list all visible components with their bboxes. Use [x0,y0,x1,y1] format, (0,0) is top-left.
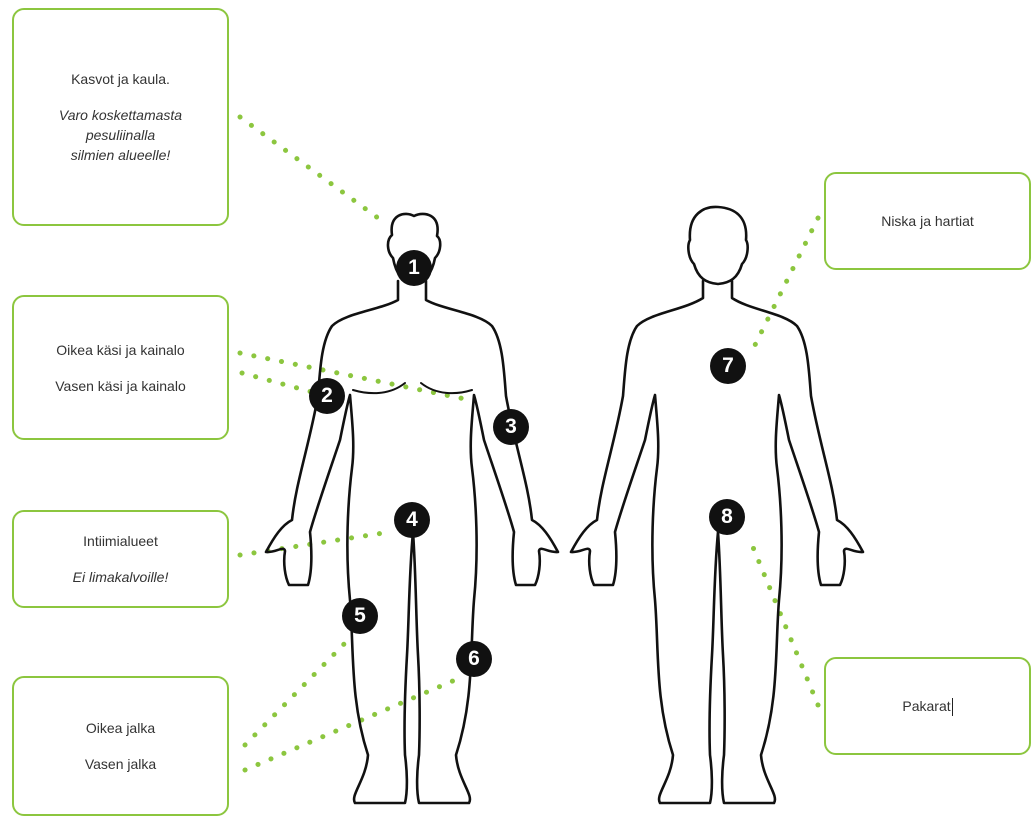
connector-6 [245,680,455,770]
connector-8 [750,540,818,705]
connector-1 [240,117,378,218]
face-label: Kasvot ja kaula. [71,69,170,89]
connector-2b [242,373,312,392]
box-buttocks: Pakarat [824,657,1031,755]
intimate-label: Intiimialueet [83,531,158,551]
text-cursor [952,698,953,716]
marker-1: 1 [396,250,432,286]
face-warning-line-3: silmien alueelle! [71,145,171,165]
left-leg-label: Vasen jalka [85,754,156,774]
intimate-warning: Ei limakalvoille! [73,567,169,587]
marker-7: 7 [710,348,746,384]
marker-3: 3 [493,409,529,445]
marker-6: 6 [456,641,492,677]
buttocks-text-field[interactable]: Pakarat [902,696,952,716]
right-arm-label: Oikea käsi ja kainalo [56,340,184,360]
left-arm-label: Vasen käsi ja kainalo [55,376,185,396]
marker-2: 2 [309,378,345,414]
right-leg-label: Oikea jalka [86,718,155,738]
box-legs: Oikea jalka Vasen jalka [12,676,229,816]
face-warning-line-2: pesuliinalla [86,125,155,145]
connector-7 [755,218,818,345]
box-neck: Niska ja hartiat [824,172,1031,270]
marker-4: 4 [394,502,430,538]
box-arms: Oikea käsi ja kainalo Vasen käsi ja kain… [12,295,229,440]
neck-label: Niska ja hartiat [881,211,974,231]
marker-5: 5 [342,598,378,634]
box-intimate: Intiimialueet Ei limakalvoille! [12,510,229,608]
connector-5 [245,640,348,745]
face-warning-line-1: Varo koskettamasta [59,105,182,125]
buttocks-label: Pakarat [902,698,950,714]
connector-4 [240,532,390,555]
connector-2a [240,353,470,400]
marker-8: 8 [709,499,745,535]
box-face: Kasvot ja kaula. Varo koskettamasta pesu… [12,8,229,226]
connector-lines [240,117,818,770]
